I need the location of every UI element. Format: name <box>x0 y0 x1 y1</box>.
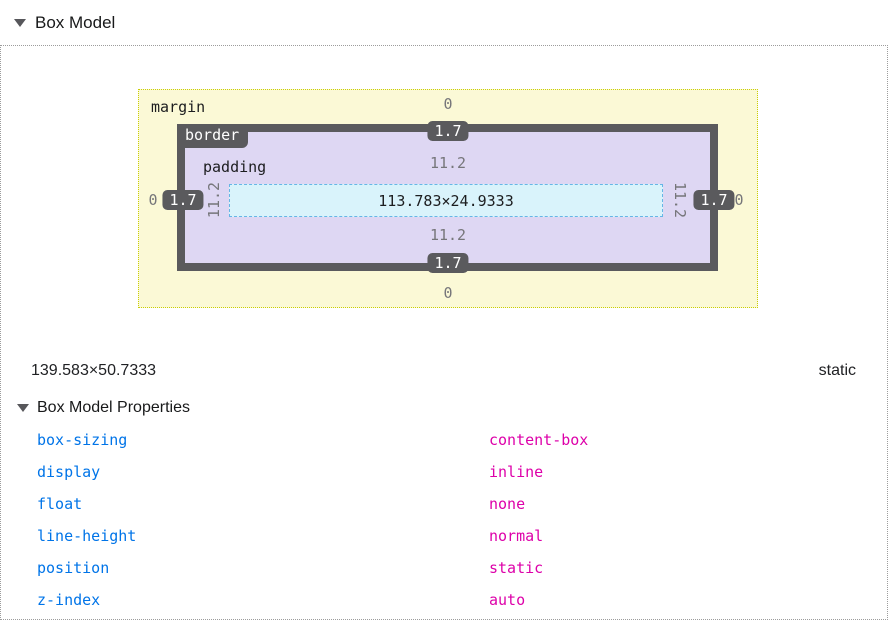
box-model-content: 113.783×24.9333 margin border padding 0 … <box>0 45 888 620</box>
padding-label: padding <box>203 158 267 176</box>
property-row: line-height normal <box>1 520 887 552</box>
box-model-properties-header[interactable]: Box Model Properties <box>1 399 887 417</box>
content-box[interactable]: 113.783×24.9333 <box>229 184 663 217</box>
box-model-title: Box Model <box>35 12 116 32</box>
property-row: display inline <box>1 456 887 488</box>
padding-top-value[interactable]: 11.2 <box>429 154 467 172</box>
box-model-properties-list: box-sizing content-box display inline fl… <box>1 424 887 616</box>
property-value: none <box>489 495 526 513</box>
padding-left-value[interactable]: 11.2 <box>205 181 223 219</box>
border-left-value[interactable]: 1.7 <box>162 190 204 210</box>
border-label: border <box>177 124 249 148</box>
border-top-value[interactable]: 1.7 <box>427 121 469 141</box>
border-right-value[interactable]: 1.7 <box>693 190 735 210</box>
collapse-arrow-icon[interactable] <box>14 18 26 27</box>
content-size-value[interactable]: 113.783×24.9333 <box>378 191 514 210</box>
margin-right-value[interactable]: 0 <box>734 191 744 209</box>
property-name: box-sizing <box>37 431 128 449</box>
property-name: z-index <box>37 591 101 609</box>
property-name: position <box>37 559 110 577</box>
margin-label: margin <box>151 98 206 116</box>
property-row: z-index auto <box>1 584 887 616</box>
property-name: line-height <box>37 527 137 545</box>
property-value: inline <box>489 463 544 481</box>
property-value: normal <box>489 527 544 545</box>
box-model-header[interactable]: Box Model <box>0 0 888 45</box>
property-name: float <box>37 495 83 513</box>
padding-right-value[interactable]: 11.2 <box>671 181 689 219</box>
property-row: float none <box>1 488 887 520</box>
property-row: position static <box>1 552 887 584</box>
element-position-value: static <box>818 362 856 379</box>
margin-left-value[interactable]: 0 <box>148 191 158 209</box>
element-size-value: 139.583×50.7333 <box>31 362 157 379</box>
property-name: display <box>37 463 101 481</box>
property-row: box-sizing content-box <box>1 424 887 456</box>
property-value: static <box>489 559 544 577</box>
padding-bottom-value[interactable]: 11.2 <box>429 226 467 244</box>
margin-bottom-value[interactable]: 0 <box>443 284 453 302</box>
property-value: content-box <box>489 431 589 449</box>
property-value: auto <box>489 591 526 609</box>
box-model-properties-title: Box Model Properties <box>37 399 190 416</box>
box-model-diagram: 113.783×24.9333 margin border padding 0 … <box>138 89 758 308</box>
margin-top-value[interactable]: 0 <box>443 95 453 113</box>
border-bottom-value[interactable]: 1.7 <box>427 253 469 273</box>
dimensions-row: 139.583×50.7333 static <box>1 362 887 380</box>
collapse-arrow-icon[interactable] <box>17 404 29 412</box>
